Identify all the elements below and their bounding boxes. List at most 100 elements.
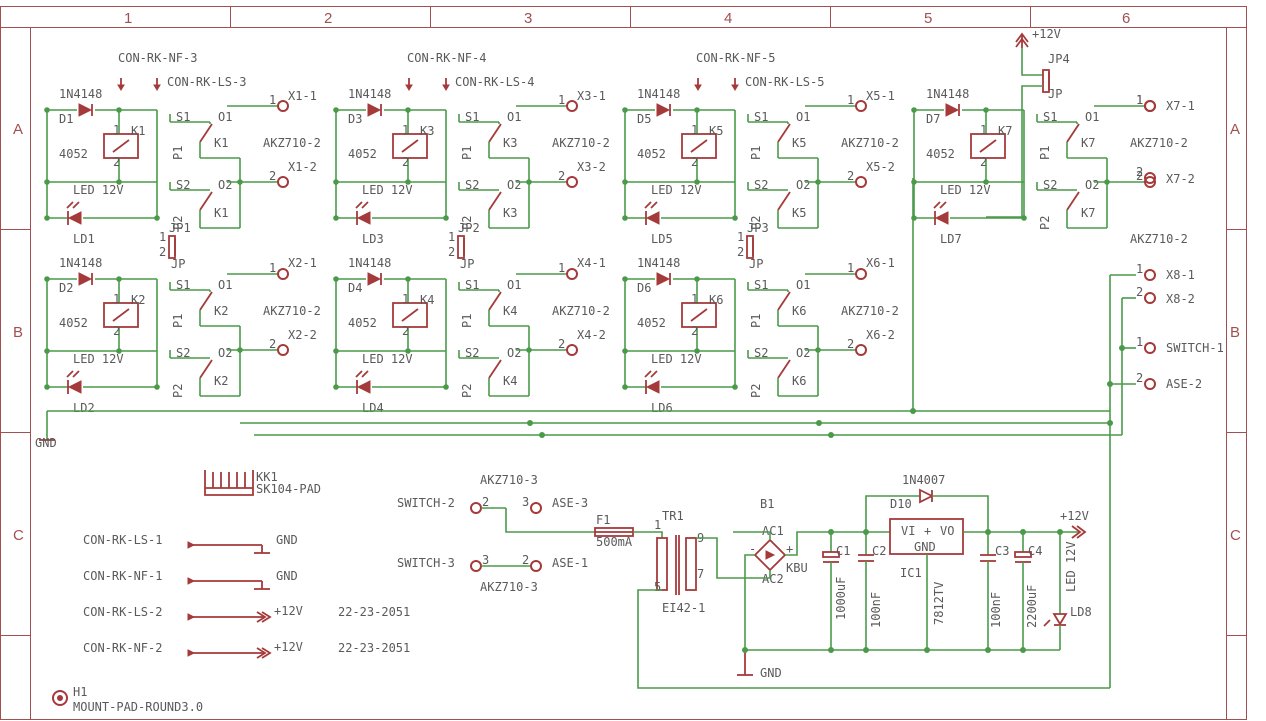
led-value-label: LED 12V <box>651 352 702 366</box>
contact-s2-label: S2 <box>754 346 768 360</box>
led-ref-label: LD2 <box>73 401 95 415</box>
coil-pin-1: 1 <box>113 292 120 306</box>
pin-2b: 2 <box>522 553 529 567</box>
right-terminal-0 <box>1144 269 1156 281</box>
x4-1-label: X4-1 <box>577 256 606 270</box>
contact-o2-label: O2 <box>796 178 810 192</box>
coil-pin-2: 2 <box>980 155 987 169</box>
terminal-pin-2: 2 <box>558 169 565 183</box>
part-b-label: 22-23-2051 <box>338 641 410 655</box>
contact-s1-label: S1 <box>754 278 768 292</box>
diode-ref-label: D6 <box>637 281 651 295</box>
x1-2-label: X1-2 <box>288 160 317 174</box>
terminal-1 <box>566 100 578 112</box>
pin-1: 1 <box>654 518 661 532</box>
ld8-label: LD8 <box>1070 605 1092 619</box>
ase-3-label: ASE-3 <box>552 496 588 510</box>
led-value-label: LED 12V <box>73 352 124 366</box>
diode-type-label: 1N4148 <box>348 256 391 270</box>
akz710-2-k6: AKZ710-2 <box>841 304 899 318</box>
con-ls-4-label: CON-RK-LS-4 <box>455 75 534 89</box>
ic1-label: IC1 <box>900 566 922 580</box>
right-terminal-pin: 1 <box>1136 93 1143 107</box>
led12v-vert-label: LED 12V <box>1064 541 1078 592</box>
ls2-label: CON-RK-LS-2 <box>83 605 162 619</box>
diode-type-label: 1N4148 <box>348 87 391 101</box>
relay-coil-k4 <box>392 302 428 328</box>
jp4-sub-label: JP <box>1048 87 1062 101</box>
terminal-pin-2: 2 <box>847 337 854 351</box>
contact-p2-label: P2 <box>460 216 474 230</box>
diode-type-label: 1N4148 <box>926 87 969 101</box>
c4-value: 2200uF <box>1025 585 1039 628</box>
zone-col-1: 1 <box>124 10 132 27</box>
bus-wires: GND <box>35 178 1136 688</box>
terminal-pin-1: 1 <box>558 261 565 275</box>
contact-p2-label: P2 <box>749 216 763 230</box>
contact-s1-label: S1 <box>465 278 479 292</box>
jumper-pin-2: 2 <box>159 245 166 259</box>
c1-label: C1 <box>836 544 850 558</box>
sk104-label: SK104-PAD <box>256 482 321 496</box>
coil-pin-2: 2 <box>402 324 409 338</box>
terminal-pin-2: 2 <box>847 169 854 183</box>
terminal-pin-1: 1 <box>847 93 854 107</box>
zone-row-b-right: B <box>1230 324 1240 341</box>
gnd-b-label: GND <box>276 569 298 583</box>
contact-k-label: K1 <box>214 136 228 150</box>
n4007-label: 1N4007 <box>902 473 945 487</box>
relay-type-label: 4052 <box>637 147 666 161</box>
diode-type-label: 1N4148 <box>637 87 680 101</box>
coil-pin-1: 1 <box>691 123 698 137</box>
terminal-1 <box>855 100 867 112</box>
jumper-pin-1: 1 <box>737 230 744 244</box>
zone-row-b: B <box>13 324 23 341</box>
contact-k-label: K6 <box>792 304 806 318</box>
right-terminal-pin: 1 <box>1136 262 1143 276</box>
zone-row-c-right: C <box>1230 527 1241 544</box>
terminal-2 <box>277 176 289 188</box>
diode-ref-label: D1 <box>59 112 73 126</box>
power-supply: F1 500mA TR1 1 9 5 7 EI42-1 B1 KBU AC1 A… <box>594 473 1110 689</box>
jumper-pin-1: 1 <box>159 230 166 244</box>
x2-2-label: X2-2 <box>288 328 317 342</box>
terminal-2 <box>855 176 867 188</box>
jumper-label: JP2 <box>458 221 480 235</box>
akz710-2-k2: AKZ710-2 <box>263 304 321 318</box>
kbu-label: KBU <box>786 561 808 575</box>
switch-3-label: SWITCH-3 <box>397 556 455 570</box>
contact-s1-label: S1 <box>176 278 190 292</box>
led-ld3 <box>356 211 371 225</box>
right-terminal-pin: 2 <box>1136 285 1143 299</box>
right-terminal-5 <box>1144 172 1156 184</box>
x5-2-label: X5-2 <box>866 160 895 174</box>
contact-o1-label: O1 <box>218 278 232 292</box>
con-nf-5-label: CON-RK-NF-5 <box>696 51 775 65</box>
contact-k-label: K5 <box>792 136 806 150</box>
x3-2-label: X3-2 <box>577 160 606 174</box>
diode-ref-label: D3 <box>348 112 362 126</box>
contact-s2-label: S2 <box>176 346 190 360</box>
zone-col-6: 6 <box>1122 10 1130 27</box>
contact-p1-label: P1 <box>171 146 185 160</box>
con-ls-5-label: CON-RK-LS-5 <box>745 75 824 89</box>
vo-label: VO <box>940 524 954 538</box>
jp4-supply: +12V JP4 JP <box>986 27 1070 218</box>
relay-coil-k3 <box>392 133 428 159</box>
diode-ref-label: D7 <box>926 112 940 126</box>
mount-hole-h1: H1 MOUNT-PAD-ROUND3.0 <box>52 685 203 714</box>
pin-3a: 3 <box>522 495 529 509</box>
h1-label: H1 <box>73 685 87 699</box>
jumper-sub-label: JP <box>171 257 185 271</box>
pin-5: 5 <box>654 580 661 594</box>
relay-ref-label: K3 <box>420 124 434 138</box>
terminal-pin-2: 2 <box>558 337 565 351</box>
relay-type-label: 4052 <box>348 147 377 161</box>
coil-pin-1: 1 <box>402 292 409 306</box>
